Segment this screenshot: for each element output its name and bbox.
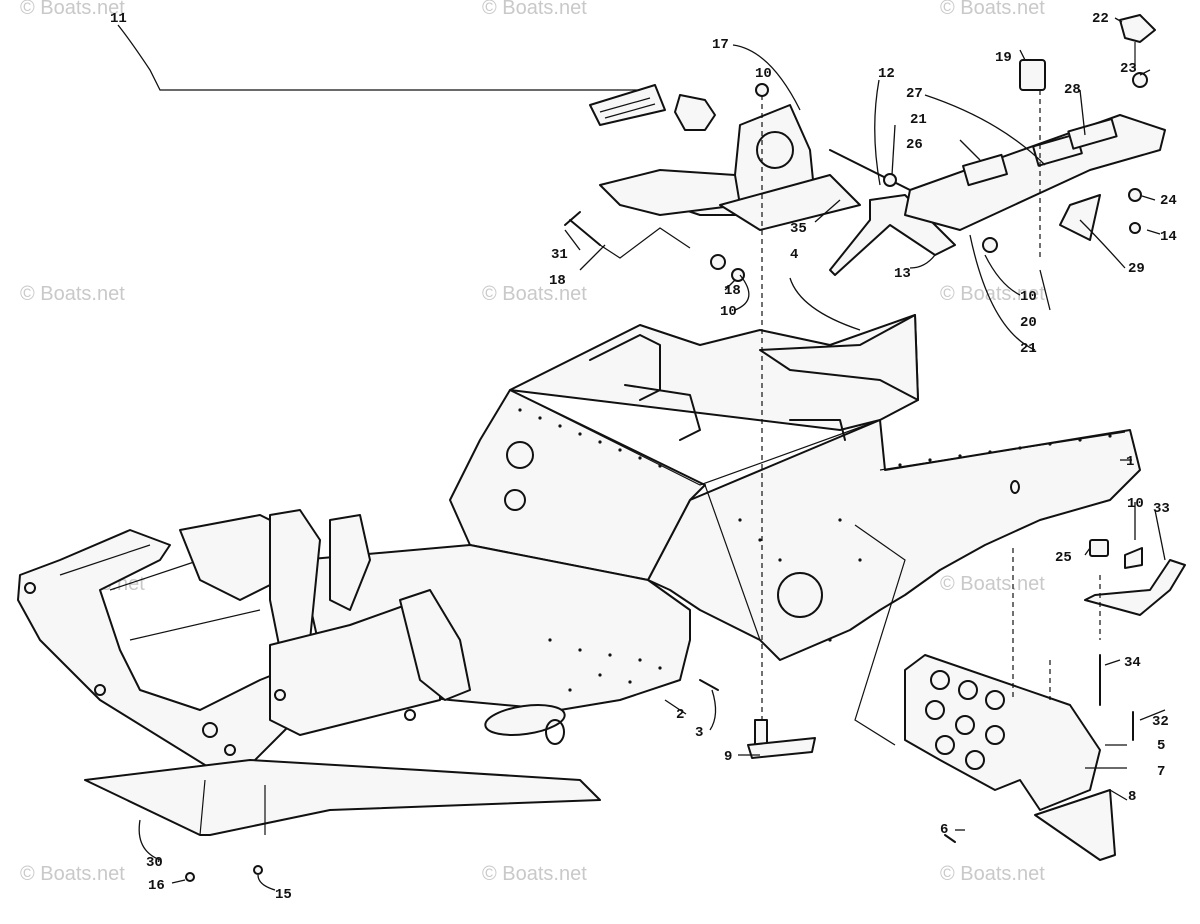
skid-plate <box>84 759 601 836</box>
callout-10-left: 10 <box>720 304 737 320</box>
callout-2: 2 <box>676 707 684 723</box>
leader-lines <box>117 17 1166 891</box>
callout-34: 34 <box>1124 655 1141 671</box>
callout-1: 1 <box>1126 454 1134 470</box>
callout-6: 6 <box>940 822 948 838</box>
callout-19: 19 <box>995 50 1012 66</box>
callout-20: 20 <box>1020 315 1037 331</box>
callout-14: 14 <box>1160 229 1177 245</box>
callout-24: 24 <box>1160 193 1177 209</box>
callout-21-top: 21 <box>910 112 927 128</box>
callout-32: 32 <box>1152 714 1169 730</box>
callout-10-mid: 10 <box>1020 289 1037 305</box>
callout-16: 16 <box>148 878 165 894</box>
watermark: © Boats.net <box>940 573 1045 595</box>
watermark: © Boats.net <box>482 863 587 885</box>
callout-26: 26 <box>906 137 923 153</box>
callout-21-bottom: 21 <box>1020 341 1037 357</box>
callout-25: 25 <box>1055 550 1072 566</box>
watermark: © Boats.net <box>940 283 1045 305</box>
rear-bracket-assembly <box>904 559 1186 861</box>
watermark: © Boats.net <box>940 863 1045 885</box>
callout-28: 28 <box>1064 82 1081 98</box>
callout-23: 23 <box>1120 61 1137 77</box>
callout-17: 17 <box>712 37 729 53</box>
callout-18-right: 18 <box>724 283 741 299</box>
callout-labels: 1 2 3 4 5 6 7 8 9 10 10 10 10 11 12 13 1… <box>110 11 1177 903</box>
watermark: © Boats.net <box>482 283 587 305</box>
callout-10-right: 10 <box>1127 496 1144 512</box>
rivet-rows <box>518 408 1112 692</box>
watermark: © Boats.net <box>20 0 125 19</box>
callout-15: 15 <box>275 887 292 903</box>
callout-7: 7 <box>1157 764 1165 780</box>
watermark: © Boats.net <box>482 0 587 19</box>
callout-35: 35 <box>790 221 807 237</box>
callout-5: 5 <box>1157 738 1165 754</box>
callout-11: 11 <box>110 11 127 27</box>
callout-9: 9 <box>724 749 732 765</box>
assembly-lines <box>599 90 1101 746</box>
callout-3: 3 <box>695 725 703 741</box>
fasteners <box>185 14 1156 882</box>
callout-10-top: 10 <box>755 66 772 82</box>
callout-4: 4 <box>790 247 798 263</box>
callout-12: 12 <box>878 66 895 82</box>
callout-31: 31 <box>551 247 568 263</box>
watermark: © Boats.net <box>20 283 125 305</box>
callout-13: 13 <box>894 266 911 282</box>
callout-8: 8 <box>1128 789 1136 805</box>
front-bumper-assembly <box>17 509 566 776</box>
watermark: © Boats.net <box>940 0 1045 19</box>
callout-29: 29 <box>1128 261 1145 277</box>
callout-22: 22 <box>1092 11 1109 27</box>
callout-33: 33 <box>1153 501 1170 517</box>
callout-18-left: 18 <box>549 273 566 289</box>
steering-support <box>589 84 861 231</box>
watermark: © Boats.net <box>20 863 125 885</box>
callout-30: 30 <box>146 855 163 871</box>
callout-27: 27 <box>906 86 923 102</box>
dash-panel <box>904 114 1166 241</box>
